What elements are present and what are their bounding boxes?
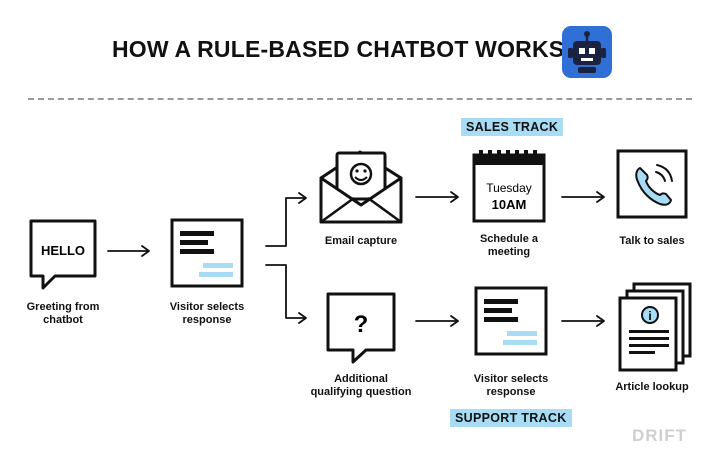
article-stack-icon: i (618, 282, 692, 372)
drift-logo: DRIFT (632, 426, 688, 445)
article-lookup-label: Article lookup (615, 381, 689, 393)
greeting-bubble-icon: HELLO (29, 219, 97, 290)
arrow-branch-support (265, 264, 307, 324)
greeting-bubble-text: HELLO (41, 243, 85, 258)
greeting-label: Greeting from chatbot (26, 301, 100, 326)
phone-icon (616, 149, 688, 219)
calendar-icon: Tuesday 10AM (472, 150, 546, 223)
arrow-response-to-article (561, 315, 605, 327)
arrow-question-to-response (415, 315, 459, 327)
calendar-time: 10AM (492, 197, 527, 212)
support-track-label: SUPPORT TRACK (450, 409, 572, 427)
info-glyph: i (648, 309, 651, 323)
envelope-icon (319, 150, 403, 224)
sales-track-label: SALES TRACK (461, 118, 564, 136)
response-card-icon (170, 218, 244, 288)
email-capture-label: Email capture (324, 235, 398, 247)
calendar-day: Tuesday (486, 181, 532, 195)
arrow-schedule-to-sales (561, 191, 605, 203)
page-title: HOW A RULE-BASED CHATBOT WORKS (112, 36, 565, 62)
talk-sales-label: Talk to sales (619, 235, 685, 247)
section-divider (28, 98, 692, 100)
question-glyph: ? (354, 311, 369, 338)
schedule-label: Schedule a meeting (479, 233, 539, 258)
qualifying-label: Additional qualifying question (310, 373, 412, 398)
arrow-email-to-schedule (415, 191, 459, 203)
arrow-branch-sales (265, 192, 307, 247)
support-response-card-icon (474, 286, 548, 356)
arrow-greeting-to-response (107, 245, 150, 257)
robot-icon (562, 26, 612, 78)
question-bubble-icon: ? (326, 292, 396, 364)
visitor-response-label: Visitor selects response (169, 301, 245, 326)
support-response-label: Visitor selects response (473, 373, 549, 398)
